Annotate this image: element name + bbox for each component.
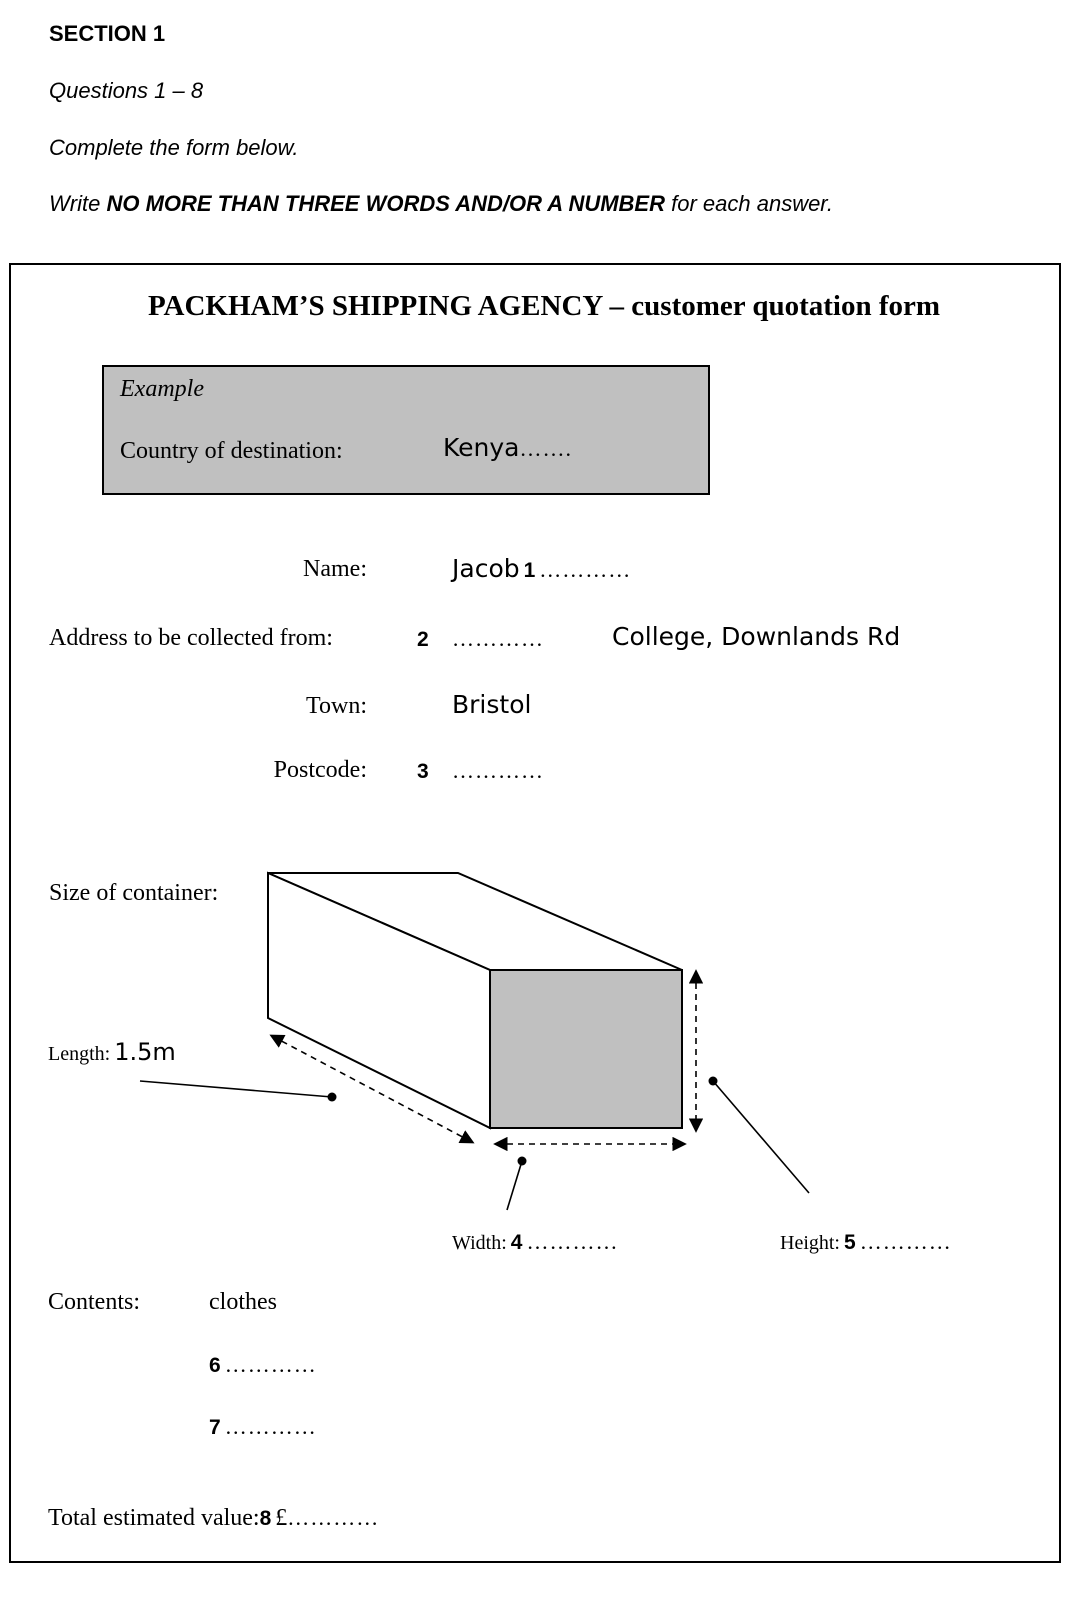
length-dimension-arrow [269, 1034, 475, 1144]
question-number-4: 4 [510, 1231, 523, 1254]
postcode-label: Postcode: [273, 757, 367, 783]
question-number-1: 1 [523, 559, 536, 582]
answer-blank-8[interactable]: ………… [287, 1505, 380, 1530]
example-answer-dots: ……. [519, 436, 572, 461]
height-label: Height: [780, 1232, 840, 1254]
contents-item-6: 6 ………… [209, 1352, 317, 1378]
town-label: Town: [306, 693, 367, 719]
container-end-face [489, 969, 683, 1129]
name-given: Jacob [452, 554, 520, 583]
length-value: 1.5m [114, 1038, 176, 1066]
currency-symbol: £ [275, 1505, 288, 1531]
height-leader-dot [708, 1076, 718, 1086]
container-size-label: Size of container: [49, 880, 219, 906]
example-answer-text: Kenya [443, 433, 520, 462]
quotation-form-frame [9, 263, 1061, 1563]
address-label: Address to be collected from: [49, 625, 333, 651]
answer-blank-7[interactable]: ………… [224, 1414, 317, 1439]
questions-range: Questions 1 – 8 [49, 78, 204, 103]
width-label: Width: [452, 1232, 507, 1254]
contents-item-7: 7 ………… [209, 1414, 317, 1440]
name-label: Name: [303, 556, 367, 582]
height-field: Height: 5 ………… [780, 1229, 952, 1255]
answer-blank-5[interactable]: ………… [859, 1229, 952, 1254]
name-field: Jacob 1 ………… [452, 554, 631, 583]
answer-blank-1[interactable]: ………… [539, 557, 632, 582]
town-value: Bristol [452, 690, 532, 719]
answer-blank-4[interactable]: ………… [526, 1229, 619, 1254]
address-given: College, Downlands Rd [612, 622, 901, 651]
width-leader-line [506, 1160, 523, 1211]
total-label: Total estimated value: [48, 1505, 260, 1531]
length-label: Length: [48, 1043, 111, 1065]
question-number-6: 6 [209, 1354, 221, 1377]
section-title: SECTION 1 [49, 21, 166, 46]
answer-blank-6[interactable]: ………… [224, 1352, 317, 1377]
width-field: Width: 4 ………… [452, 1229, 618, 1255]
form-title: PACKHAM’S SHIPPING AGENCY – customer quo… [147, 290, 941, 322]
instruction-word-limit-bold: NO MORE THAN THREE WORDS AND/OR A NUMBER [106, 191, 665, 216]
example-heading: Example [120, 376, 204, 402]
instruction-complete: Complete the form below. [49, 135, 299, 160]
question-number-7: 7 [209, 1416, 221, 1439]
contents-item-clothes: clothes [209, 1289, 277, 1315]
instruction-word-limit: Write NO MORE THAN THREE WORDS AND/OR A … [49, 191, 833, 217]
example-country-label: Country of destination: [120, 438, 343, 464]
width-leader-dot [517, 1156, 527, 1166]
instruction-word-limit-post: for each answer. [665, 191, 833, 216]
answer-blank-2[interactable]: ………… [452, 626, 544, 651]
answer-blank-3[interactable]: ………… [452, 758, 544, 783]
question-number-3: 3 [417, 760, 429, 783]
length-leader-dot [327, 1092, 337, 1102]
height-leader-line [712, 1080, 810, 1194]
example-box [102, 365, 710, 495]
length-field: Length: 1.5m [48, 1038, 176, 1066]
total-field: Total estimated value:8 £………… [48, 1505, 379, 1532]
question-number-8: 8 [259, 1507, 272, 1530]
instruction-word-limit-pre: Write [49, 191, 107, 216]
example-country-answer: Kenya……. [443, 433, 572, 462]
contents-label: Contents: [48, 1289, 141, 1315]
length-leader-line [139, 1080, 333, 1098]
question-number-2: 2 [417, 628, 429, 651]
question-number-5: 5 [844, 1231, 856, 1254]
